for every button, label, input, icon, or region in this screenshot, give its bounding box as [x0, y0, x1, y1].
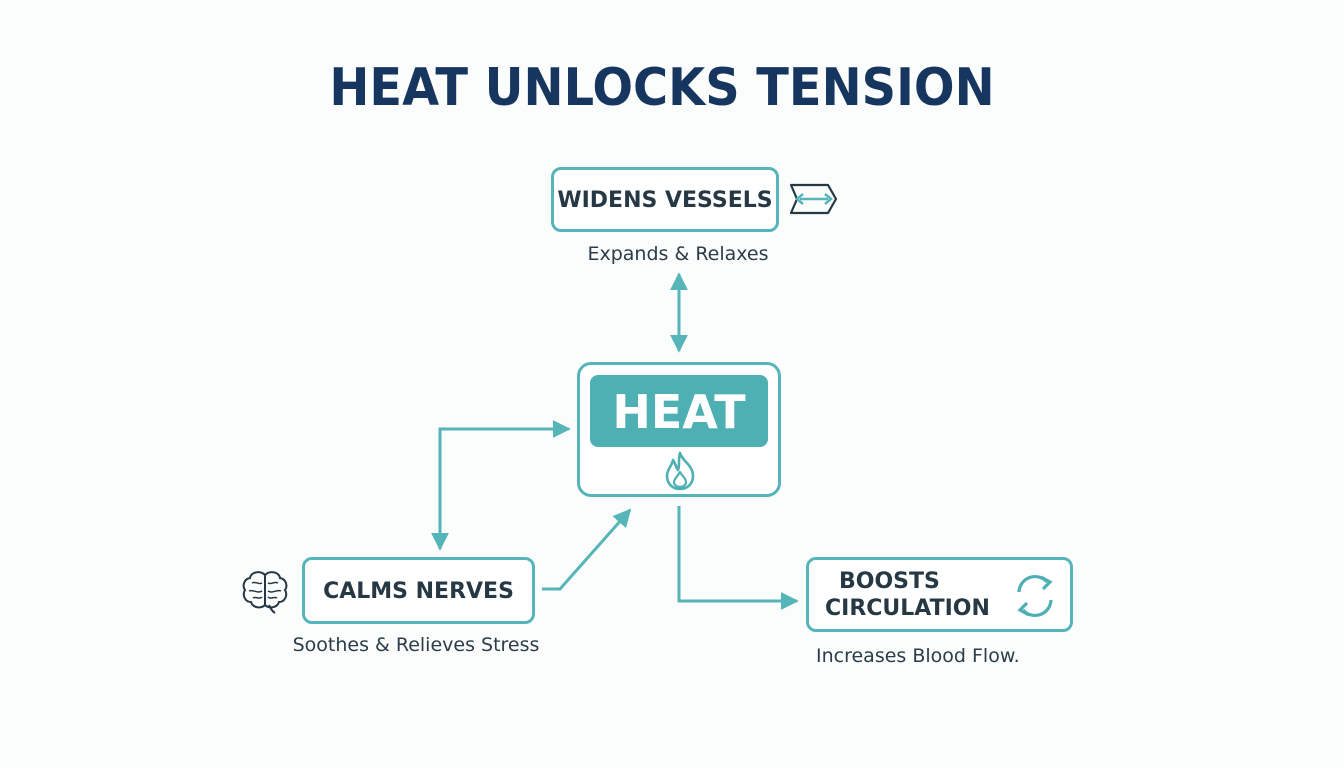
brain-icon: [242, 571, 288, 614]
flame-icon: [665, 451, 695, 491]
boosts-circulation-label-line2: CIRCULATION: [825, 596, 990, 621]
widens-vessels-label: WIDENS VESSELS: [557, 188, 773, 213]
widens-vessels-caption: Expands & Relaxes: [587, 243, 769, 265]
diagram-title: HEAT UNLOCKS TENSION: [329, 58, 995, 118]
widens-vessels-box: WIDENS VESSELS: [551, 167, 779, 232]
arrow-calms-heat-loop: [431, 420, 571, 551]
arrow-heat-to-boosts: [677, 506, 799, 610]
boosts-circulation-box: BOOSTS CIRCULATION: [806, 557, 1073, 632]
heat-banner: HEAT: [590, 375, 768, 447]
calms-nerves-label: CALMS NERVES: [323, 579, 514, 604]
heat-box: HEAT: [577, 362, 781, 497]
double-arrow-icon: [789, 183, 838, 215]
cycle-icon: [1017, 574, 1053, 618]
heat-label: HEAT: [612, 385, 746, 439]
calms-nerves-caption: Soothes & Relieves Stress: [292, 634, 540, 656]
boosts-circulation-caption: Increases Blood Flow.: [816, 645, 1020, 667]
arrow-calms-to-heat: [542, 508, 632, 591]
boosts-circulation-label-line1: BOOSTS: [839, 569, 940, 594]
calms-nerves-box: CALMS NERVES: [302, 557, 535, 624]
